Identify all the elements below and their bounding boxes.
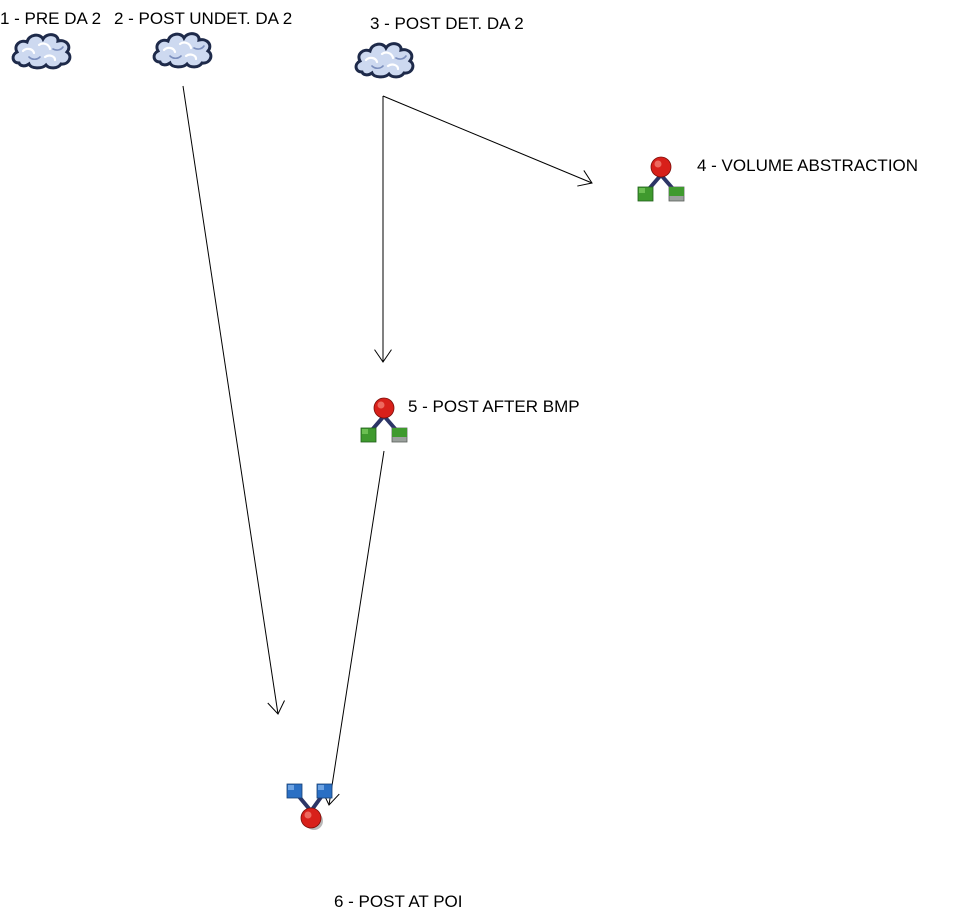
edge-3-to-5	[374, 96, 392, 363]
node-label: 1 - PRE DA 2	[0, 9, 102, 28]
cloud-icon[interactable]	[352, 36, 418, 85]
node-label: 2 - POST UNDET. DA 2	[114, 9, 293, 28]
edge-5-to-6	[322, 450, 385, 806]
arrowhead	[577, 170, 593, 187]
arrowhead	[267, 700, 285, 715]
node-label: 3 - POST DET. DA 2	[370, 14, 524, 33]
arrowhead	[374, 349, 392, 363]
node-label: 6 - POST AT POI	[334, 892, 463, 911]
merge-node-icon[interactable]	[284, 781, 336, 838]
split-node-icon[interactable]	[635, 155, 687, 208]
edge-3-to-4	[382, 95, 593, 187]
cloud-icon[interactable]	[8, 27, 76, 76]
node-label: 4 - VOLUME ABSTRACTION	[697, 156, 919, 175]
split-node-icon[interactable]	[358, 396, 410, 449]
edge-2-to-6	[182, 85, 285, 715]
node-label: 5 - POST AFTER BMP	[408, 397, 580, 416]
cloud-icon[interactable]	[150, 24, 216, 77]
